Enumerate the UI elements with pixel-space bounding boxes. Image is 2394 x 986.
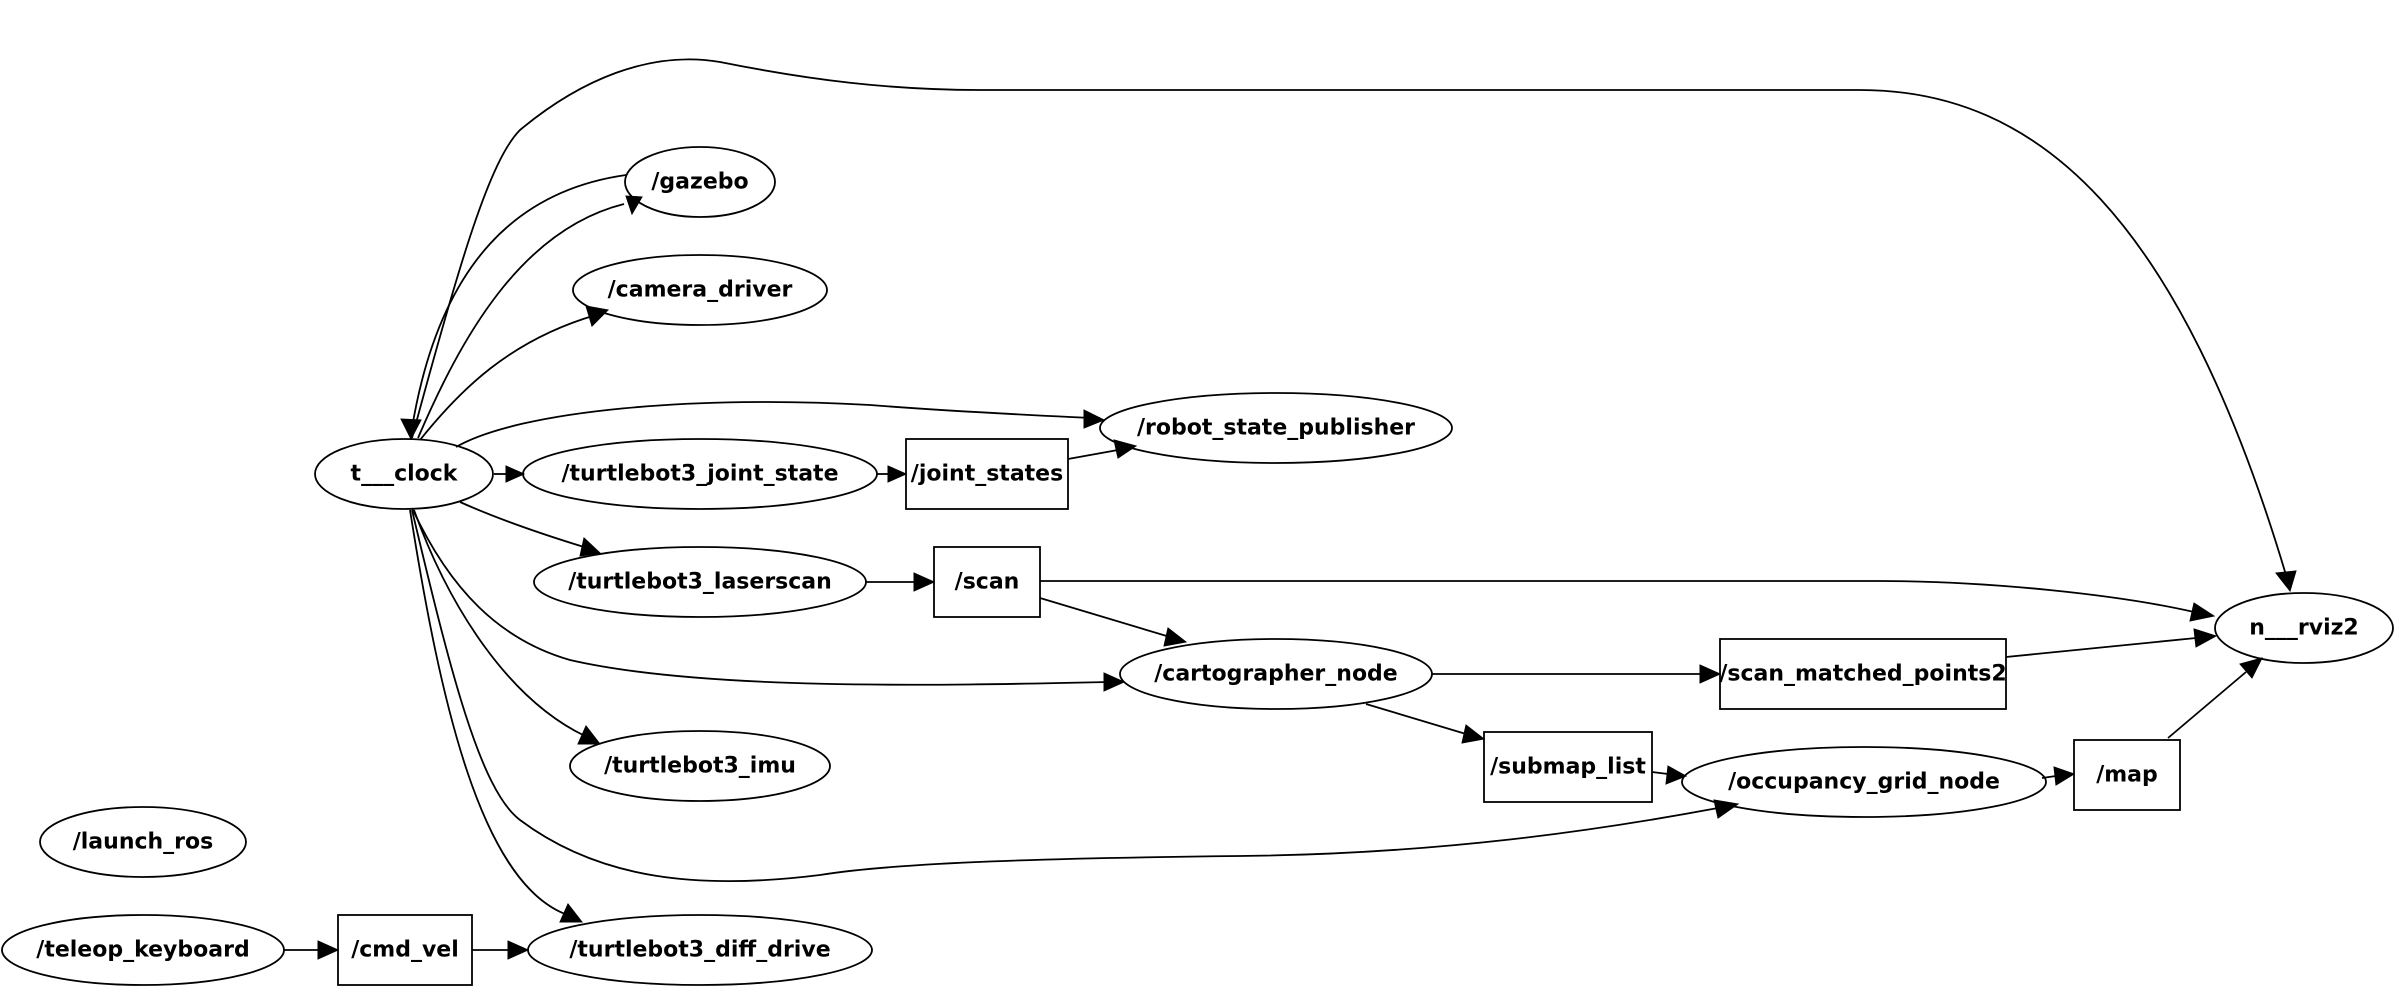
edge-cartographer-to-submap-list <box>1365 703 1486 744</box>
node-submap-list[interactable]: /submap_list <box>1483 731 1653 803</box>
node-gazebo[interactable]: /gazebo <box>624 146 776 218</box>
node-t-clock[interactable]: t___clock <box>314 438 494 510</box>
node-scan[interactable]: /scan <box>933 546 1041 618</box>
node-label: /occupancy_grid_node <box>1728 770 2000 795</box>
edge-map-to-rviz2 <box>2167 657 2263 739</box>
node-label: /turtlebot3_joint_state <box>562 462 839 487</box>
node-label: /teleop_keyboard <box>36 938 249 963</box>
node-label: /map <box>2096 763 2158 788</box>
node-teleop-keyboard[interactable]: /teleop_keyboard <box>1 914 285 986</box>
node-joint-states[interactable]: /joint_states <box>905 438 1069 510</box>
node-turtlebot3-joint-state[interactable]: /turtlebot3_joint_state <box>522 438 878 510</box>
edge-clock-to-camera-driver <box>419 305 610 441</box>
node-occupancy-grid-node[interactable]: /occupancy_grid_node <box>1681 746 2047 818</box>
node-label: /cartographer_node <box>1154 662 1397 687</box>
node-label: /turtlebot3_laserscan <box>568 570 832 595</box>
node-label: /scan <box>955 570 1020 595</box>
node-label: /camera_driver <box>608 278 793 303</box>
edge-clock-to-cartographer <box>411 507 1126 692</box>
edges <box>284 58 2297 960</box>
edge-scan-to-rviz2 <box>1040 580 2216 622</box>
edge-clock-to-joint-state <box>494 465 526 483</box>
edge-joint-states-to-robot-state-publisher <box>1067 439 1138 460</box>
node-camera-driver[interactable]: /camera_driver <box>572 254 828 326</box>
node-label: t___clock <box>351 462 459 487</box>
node-label: n___rviz2 <box>2249 616 2359 641</box>
node-launch-ros[interactable]: /launch_ros <box>39 806 247 878</box>
edge-clock-to-diff-drive <box>409 509 584 923</box>
edge-cmd-vel-to-diff-drive <box>472 940 530 960</box>
node-label: /turtlebot3_diff_drive <box>569 938 830 963</box>
edge-clock-to-laserscan <box>459 501 602 557</box>
edge-scan-matched-to-rviz2 <box>2005 628 2218 658</box>
edge-clock-to-gazebo <box>417 195 643 439</box>
node-robot-state-publisher[interactable]: /robot_state_publisher <box>1099 392 1453 464</box>
edge-laserscan-to-scan <box>866 572 936 592</box>
edge-cartographer-to-scan-matched <box>1432 664 1722 684</box>
node-label: /robot_state_publisher <box>1137 416 1415 441</box>
edge-submap-list-to-occupancy <box>1651 765 1688 785</box>
node-turtlebot3-imu[interactable]: /turtlebot3_imu <box>569 730 831 802</box>
node-turtlebot3-diff-drive[interactable]: /turtlebot3_diff_drive <box>527 914 873 986</box>
edge-clock-to-rviz2 <box>411 58 2297 593</box>
node-turtlebot3-laserscan[interactable]: /turtlebot3_laserscan <box>533 546 867 618</box>
node-label: /cmd_vel <box>351 938 459 963</box>
edge-clock-to-imu <box>413 509 602 745</box>
node-label: /turtlebot3_imu <box>604 754 796 779</box>
node-label: /gazebo <box>651 170 748 195</box>
node-scan-matched-points2[interactable]: /scan_matched_points2 <box>1719 638 2007 710</box>
edge-joint-state-to-joint-states <box>877 465 908 483</box>
node-label: /launch_ros <box>73 830 214 855</box>
node-rviz2[interactable]: n___rviz2 <box>2214 592 2394 664</box>
node-cartographer-node[interactable]: /cartographer_node <box>1119 638 1433 710</box>
edge-clock-to-robot-state-publisher <box>455 401 1106 448</box>
edge-clock-to-occupancy <box>411 509 1740 883</box>
node-label: /scan_matched_points2 <box>1719 662 2006 687</box>
node-label: /joint_states <box>911 462 1063 487</box>
node-map[interactable]: /map <box>2073 739 2181 811</box>
nodes: t___clock /gazebo /camera_driver /robot_… <box>1 146 2394 986</box>
node-label: /submap_list <box>1490 755 1646 780</box>
edge-teleop-to-cmd-vel <box>284 940 340 960</box>
node-cmd-vel[interactable]: /cmd_vel <box>337 914 473 986</box>
edge-scan-to-cartographer <box>1039 597 1188 647</box>
